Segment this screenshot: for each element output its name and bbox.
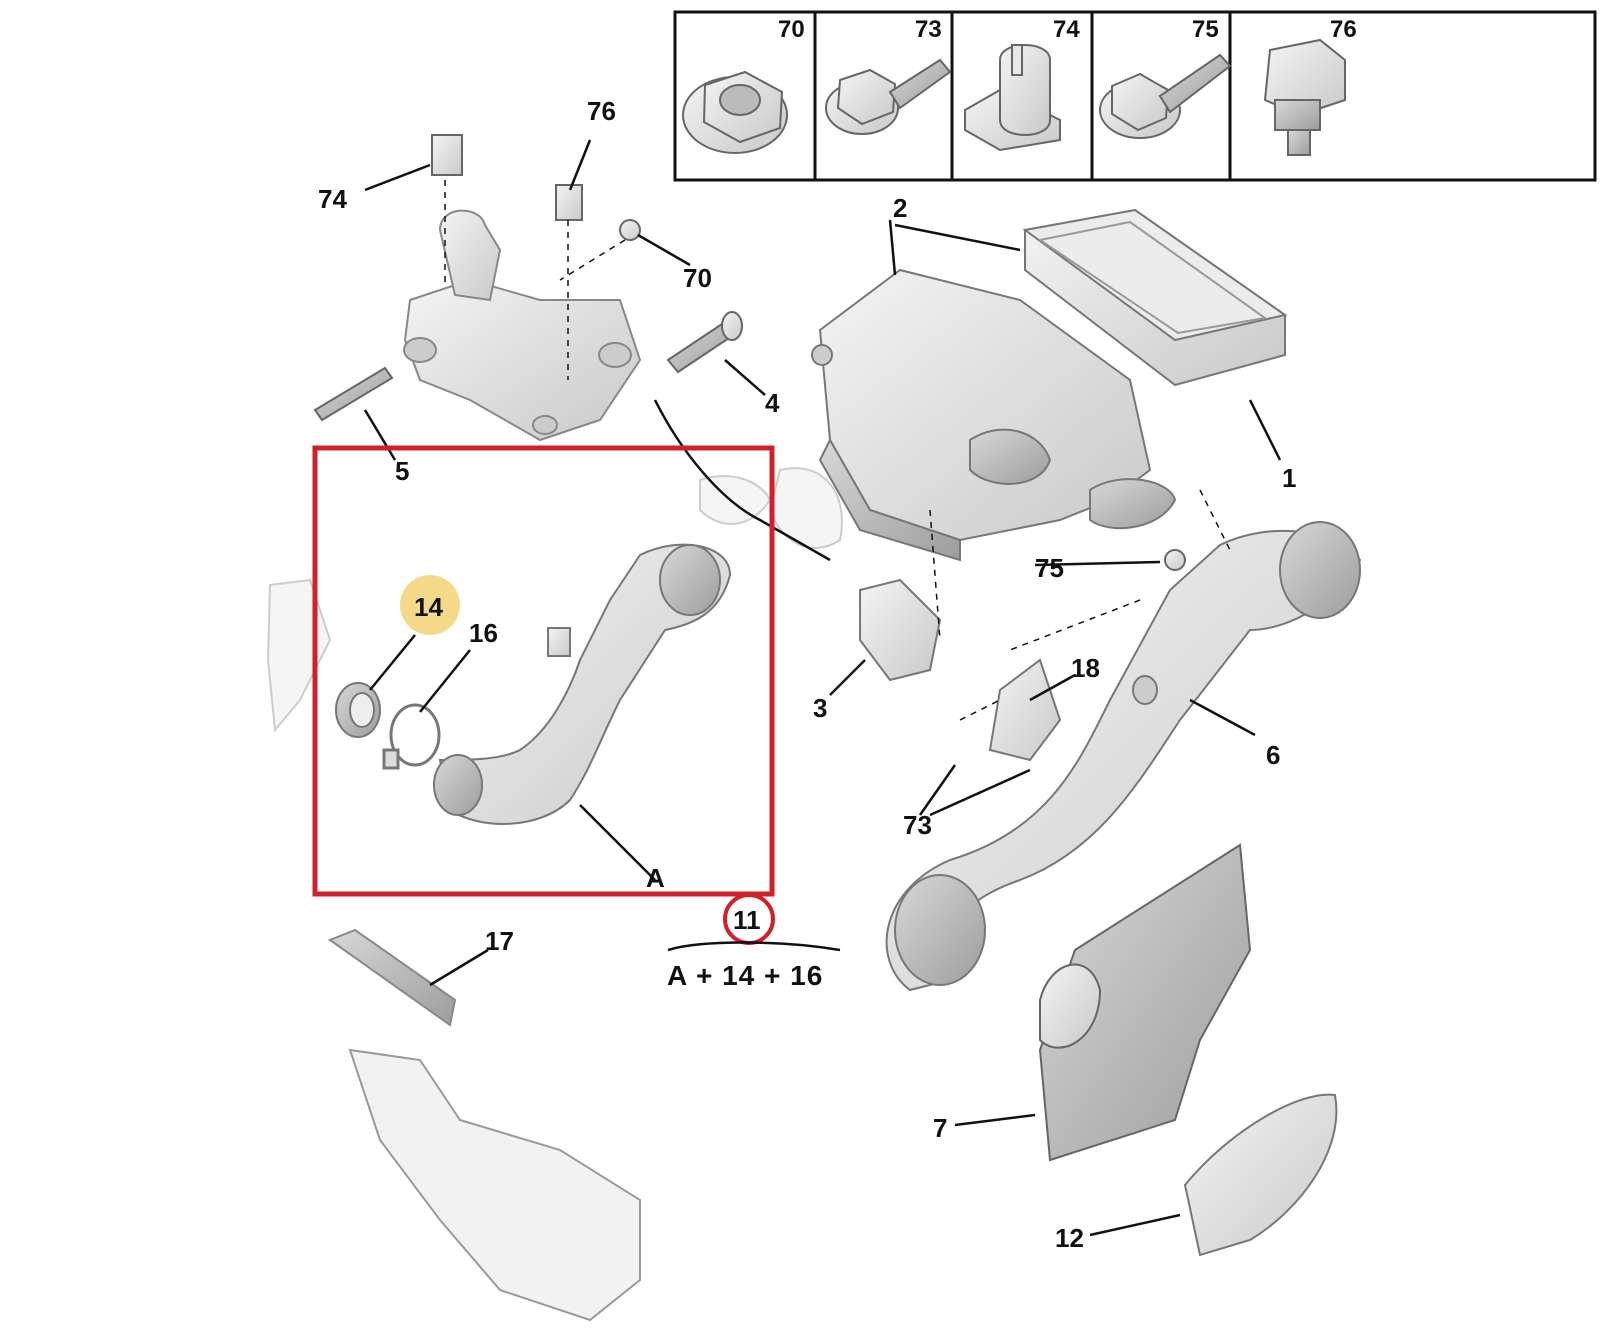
callout-76: 76 [587, 96, 616, 126]
clip-76-part [555, 184, 583, 221]
callout-73: 73 [903, 810, 932, 840]
strip-number-70: 70 [778, 16, 805, 43]
flange-screw-icon [1099, 53, 1232, 139]
callout-12: 12 [1055, 1223, 1084, 1253]
air-scoop [1183, 1093, 1338, 1257]
bracket-18 [988, 658, 1062, 762]
push-clip-icon [1263, 38, 1346, 156]
kit-formula: A + 14 + 16 [667, 960, 824, 991]
intercooler-hose-a [433, 543, 732, 825]
battery-tray [348, 1048, 641, 1322]
callout-3: 3 [813, 693, 828, 723]
kit-brace [667, 941, 841, 952]
clip-74-part [431, 134, 463, 176]
callout-6: 6 [1266, 740, 1281, 770]
callout-4: 4 [765, 388, 780, 418]
fastener-icons [682, 38, 1346, 156]
flange-nut-icon [682, 70, 788, 154]
strip-number-73: 73 [915, 16, 942, 43]
leader-lines [363, 139, 1282, 1237]
highlighted-part-number: 14 [414, 592, 443, 622]
air-duct [1038, 843, 1252, 1162]
callout-75: 75 [1035, 553, 1064, 583]
fastener-strip [673, 10, 1597, 182]
part-marker [400, 575, 460, 635]
seal-ring [335, 682, 381, 738]
callout-74: 74 [318, 184, 347, 214]
bolt-4 [666, 311, 743, 374]
engine-bracket [403, 209, 642, 442]
callout-70: 70 [683, 263, 712, 293]
air-filter-housing [811, 268, 1177, 562]
support-17 [327, 928, 457, 1027]
screw-75-part [1164, 549, 1186, 571]
hose-clamp [382, 703, 441, 770]
assembly-dashes [444, 180, 1231, 721]
strip-number-74: 74 [1053, 16, 1080, 43]
strip-number-75: 75 [1192, 16, 1219, 43]
kit-highlight-box [312, 445, 775, 897]
callout-5: 5 [395, 456, 410, 486]
clip-icon [964, 44, 1061, 152]
air-filter-element [1022, 208, 1288, 387]
fastener-strip-frame [673, 10, 1597, 182]
callout-1: 1 [1282, 463, 1297, 493]
flange-bolt-icon [825, 58, 952, 135]
callout-a: A [646, 863, 665, 893]
intake-hose [885, 521, 1362, 992]
callout-18: 18 [1071, 653, 1100, 683]
callout-2: 2 [893, 193, 908, 223]
engine-background [266, 467, 843, 733]
callout-7: 7 [933, 1113, 948, 1143]
callout-17: 17 [485, 926, 514, 956]
bracket-3 [859, 578, 942, 682]
kit-number: 11 [733, 905, 761, 935]
strip-number-76: 76 [1330, 16, 1357, 43]
nut-70-part [619, 219, 641, 241]
stud-5 [313, 366, 394, 422]
callout-16: 16 [469, 618, 498, 648]
